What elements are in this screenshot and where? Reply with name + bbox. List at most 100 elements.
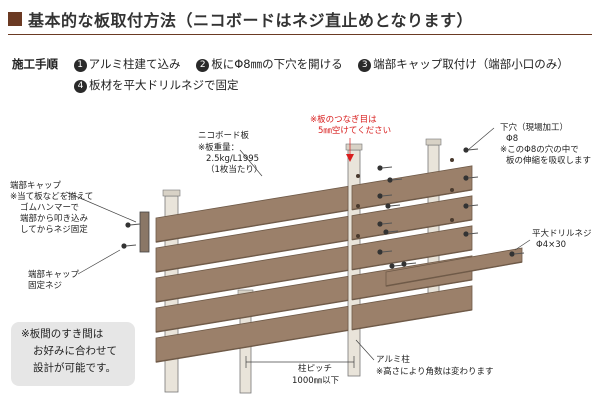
cap-screw-label-2: 固定ネジ <box>28 280 62 291</box>
drill-screw-leader <box>514 239 531 251</box>
title-marker <box>8 12 22 26</box>
drill-screw-size: Φ4×30 <box>536 240 566 250</box>
screw-4 <box>377 249 383 255</box>
screw-12 <box>385 203 391 209</box>
hole-4 <box>450 158 454 162</box>
joint-note-line2: 5㎜空けてください <box>318 125 391 136</box>
cap-screw-2-shank <box>125 244 137 247</box>
drill-screw-label: 平大ドリルネジ <box>532 228 592 239</box>
screw-12-shank <box>389 204 401 207</box>
steps-label: 施工手順 <box>12 57 58 71</box>
hole-leader <box>467 127 495 151</box>
step-2-number: 2 <box>196 59 210 72</box>
screw-14-shank <box>387 230 399 233</box>
screw-1-shank <box>381 166 393 169</box>
screw-4-shank <box>381 250 393 253</box>
hole-2 <box>356 204 360 208</box>
joint-note-line1: ※板のつなぎ目は <box>310 114 377 125</box>
fence-boards <box>139 165 523 363</box>
post-leader <box>355 339 375 361</box>
title-bar: 基本的な板取付方法（ニコボードはネジ直止めとなります） <box>8 6 473 32</box>
hole-label: 下穴（現場加工） <box>500 122 568 133</box>
screw-2 <box>377 193 383 199</box>
screw-10 <box>401 261 407 267</box>
cap-screw-2 <box>121 243 127 249</box>
board-left-2-shadow <box>155 239 349 273</box>
screw-6-shank <box>467 176 479 179</box>
board-right-2-shadow <box>351 219 473 241</box>
step-1-text: アルミ柱建て込み <box>88 57 181 71</box>
hole-diameter: Φ8 <box>506 134 518 144</box>
page-title: 基本的な板取付方法（ニコボードはネジ直止めとなります） <box>28 11 474 30</box>
end-cap-leader <box>65 191 137 223</box>
board-left-5-shadow <box>155 329 349 363</box>
hole-note-line2: 板の伸縮を吸収します <box>506 155 591 166</box>
step-1-number: 1 <box>73 59 87 72</box>
screw-7 <box>463 203 469 209</box>
board-weight-label: ※板重量： <box>198 142 239 153</box>
screw-7-shank <box>467 204 479 207</box>
board-right-3-shadow <box>351 249 473 271</box>
end-cap-note-3: 端部から叩き込み <box>20 213 89 224</box>
board-left-1-shadow <box>155 209 349 243</box>
screw-1 <box>377 165 383 171</box>
board-right-5-shadow <box>351 309 473 331</box>
hole-3 <box>356 234 360 238</box>
pitch-label: 柱ピッチ <box>298 363 332 374</box>
board-label: ニコボード板 <box>198 130 250 141</box>
note-line-3: 設計が可能です。 <box>33 362 116 374</box>
post-cap-4 <box>425 138 442 146</box>
loose-board-shadow <box>385 261 523 287</box>
cap-screw-label: 端部キャップ <box>28 269 80 280</box>
board-right-4-shadow <box>351 279 473 301</box>
step-2-text: 板にΦ8㎜の下穴を開ける <box>211 57 343 71</box>
screw-2-shank <box>381 194 393 197</box>
step-4-text: 板材を平大ドリルネジで固定 <box>89 78 239 92</box>
board-weight-value: 2.5kg/L1995 <box>206 154 259 164</box>
board-left-4-shadow <box>155 299 349 333</box>
note-line-1: ※板間のすき間は <box>21 328 104 340</box>
screw-5 <box>463 147 469 153</box>
note-box: ※板間のすき間は お好みに合わせて 設計が可能です。 <box>11 322 135 386</box>
joint-arrow <box>346 154 354 162</box>
post-cap-3 <box>345 143 363 151</box>
cap-screw-1-shank <box>129 223 141 226</box>
screw-3-shank <box>381 222 393 225</box>
post-label: アルミ柱 <box>376 354 410 365</box>
hole-5 <box>450 188 454 192</box>
step-3-number: 3 <box>358 59 372 72</box>
end-cap-note-2: ゴムハンマーで <box>20 202 79 213</box>
cap-screw-1 <box>125 222 131 228</box>
screw-8-shank <box>467 232 479 235</box>
screw-10-shank <box>405 262 417 265</box>
screw-13-shank <box>391 178 403 181</box>
screw-9 <box>389 263 395 269</box>
pitch-value: 1000㎜以下 <box>292 376 340 386</box>
board-right-1-shadow <box>351 189 473 211</box>
title-divider <box>8 34 592 35</box>
post-note: ※高さにより角数は変わります <box>376 366 493 377</box>
hole-6 <box>450 218 454 222</box>
board-left-3-shadow <box>155 269 349 303</box>
screw-14 <box>383 229 389 235</box>
hole-note-line1: ※このΦ8の穴の中で <box>500 144 579 155</box>
screws <box>121 147 525 269</box>
screw-8 <box>463 231 469 237</box>
screw-5-shank <box>467 148 479 151</box>
end-cap-note-4: してからネジ固定 <box>20 224 88 235</box>
leader-lines <box>65 127 531 368</box>
hole-1 <box>356 174 360 178</box>
end-cap-label: 端部キャップ <box>10 180 62 191</box>
board-leader <box>239 149 263 177</box>
step-3-text: 端部キャップ取付け（端部小口のみ） <box>373 57 569 71</box>
screw-13 <box>387 177 393 183</box>
note-line-2: お好みに合わせて <box>33 345 117 357</box>
screw-11-shank <box>513 252 525 255</box>
end-cap <box>139 211 150 253</box>
